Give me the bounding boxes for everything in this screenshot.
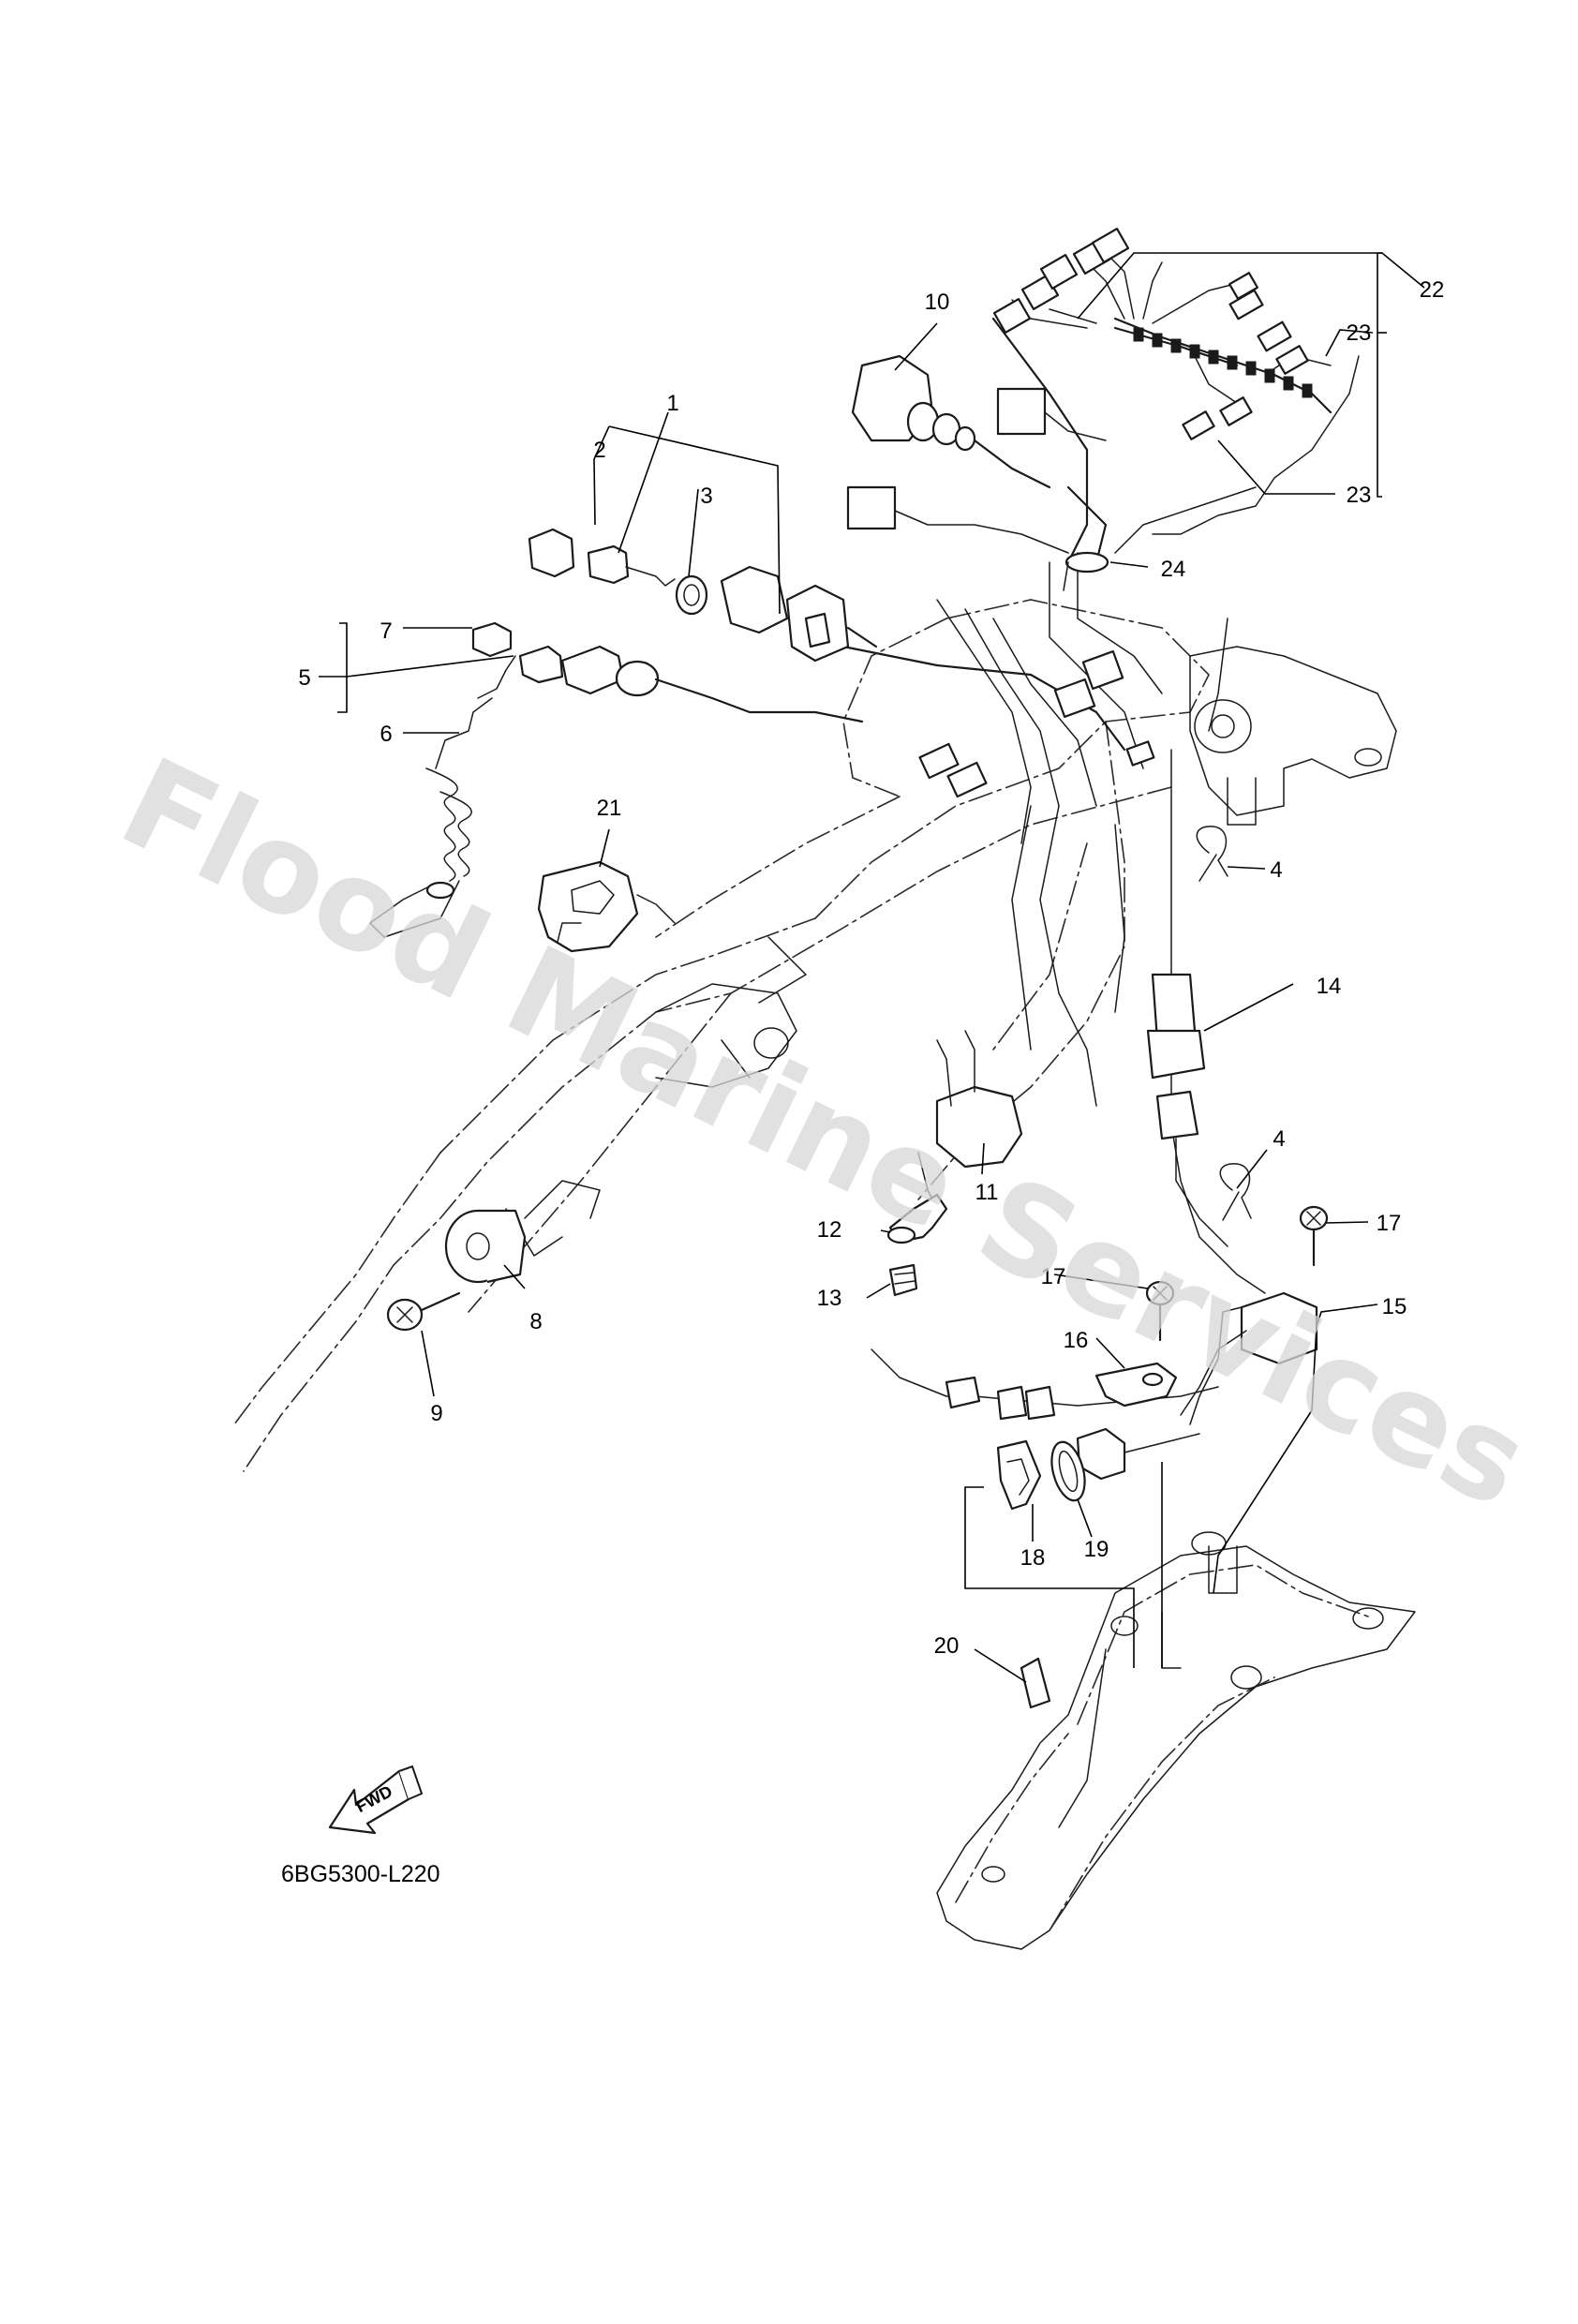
part-15-relay <box>1180 1291 1318 1425</box>
callout-3: 3 <box>700 484 712 509</box>
part-13-bolt <box>888 1263 918 1297</box>
part-16-bracket <box>1094 1362 1178 1408</box>
callout-7: 7 <box>380 618 392 644</box>
part-17-screw-b <box>1299 1205 1329 1267</box>
callout-8: 8 <box>529 1309 542 1334</box>
callout-11: 11 <box>975 1180 999 1205</box>
callout-2: 2 <box>593 438 605 463</box>
callout-9: 9 <box>430 1401 442 1426</box>
callout-10: 10 <box>925 290 950 315</box>
part-4-clip-upper <box>1196 826 1228 882</box>
steering-bracket <box>1189 646 1397 826</box>
part-24-clamp <box>1063 551 1109 591</box>
callout-5: 5 <box>298 665 310 691</box>
callout-4-lower: 4 <box>1273 1126 1285 1152</box>
part-22-sub-harness <box>992 228 1332 440</box>
callout-4-upper: 4 <box>1270 857 1282 883</box>
stop-switch-assembly <box>369 621 864 938</box>
drawing-code: 6BG5300-L220 <box>281 1861 440 1887</box>
watermark: Flood Marine Services <box>100 731 1549 1536</box>
part-19-grommet <box>1050 1440 1086 1502</box>
callout-labels: 1 2 3 7 5 6 10 21 22 23 23 24 4 14 4 11 … <box>298 277 1444 1659</box>
callout-19: 19 <box>1084 1537 1109 1562</box>
callout-23-upper: 23 <box>1347 320 1372 346</box>
callout-14: 14 <box>1317 974 1342 999</box>
part-14-connector <box>1146 973 1228 1247</box>
callout-17-left: 17 <box>1041 1264 1066 1289</box>
part-12-ground-plate <box>886 1193 948 1244</box>
callout-6: 6 <box>380 722 392 747</box>
part-17-screw-a <box>1145 1280 1175 1342</box>
bottom-connectors <box>945 1376 1200 1481</box>
callout-13: 13 <box>817 1286 842 1311</box>
callout-23-lower: 23 <box>1347 483 1372 508</box>
callout-1: 1 <box>666 391 678 416</box>
part-21-cover <box>537 860 676 953</box>
callout-15: 15 <box>1382 1294 1407 1319</box>
main-switch-assembly <box>528 528 878 663</box>
part-8-grip-cap <box>444 1209 527 1284</box>
leader-lines <box>319 252 1425 1683</box>
callout-17-right: 17 <box>1377 1211 1402 1236</box>
callout-12: 12 <box>817 1217 842 1243</box>
part-18-grommet <box>996 1439 1042 1511</box>
callout-24: 24 <box>1161 557 1186 582</box>
callout-18: 18 <box>1020 1545 1046 1571</box>
part-9-screw <box>386 1291 461 1332</box>
callout-20: 20 <box>934 1633 960 1659</box>
connector-blocks <box>846 387 1155 798</box>
fwd-arrow-icon: FWD <box>328 1765 424 1835</box>
callout-21: 21 <box>597 796 622 821</box>
callout-22: 22 <box>1420 277 1445 303</box>
part-4-clip-lower <box>1219 1163 1252 1221</box>
tiller-handle-outline <box>233 599 1210 1472</box>
callout-16: 16 <box>1064 1328 1089 1353</box>
part-20-label <box>1020 1657 1051 1709</box>
bottom-cover <box>936 1531 1416 1950</box>
